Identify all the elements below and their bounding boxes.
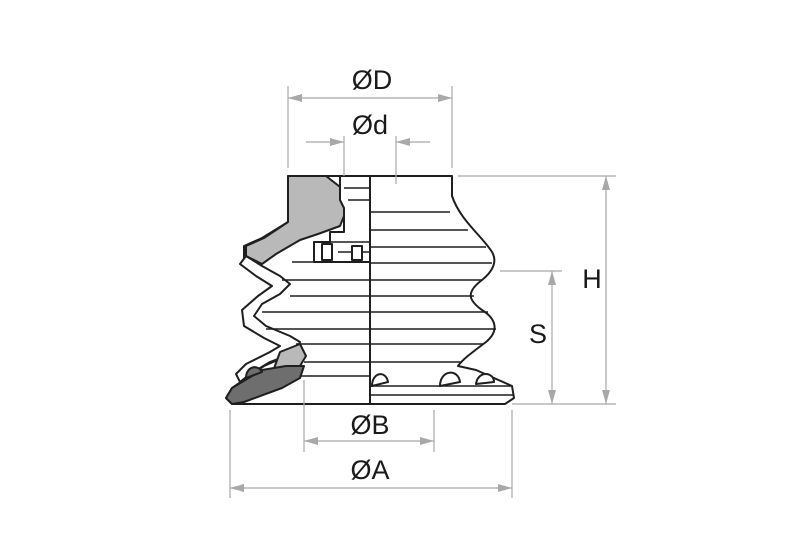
ob-label: ØB <box>350 410 389 440</box>
oa-label: ØA <box>350 455 389 485</box>
od-label: ØD <box>352 65 393 95</box>
dimension-h: H <box>458 175 616 405</box>
dimension-oa: ØA <box>229 410 513 498</box>
bellows-cross-section <box>225 175 505 405</box>
dimension-s: S <box>500 270 562 404</box>
section-ridge-lines <box>262 261 370 377</box>
id-label: Ød <box>352 110 388 140</box>
s-label: S <box>529 319 547 349</box>
h-label: H <box>582 264 602 294</box>
bellows-exterior-view <box>369 175 515 405</box>
grip-bumps <box>371 371 495 387</box>
dimension-ob: ØB <box>303 380 435 452</box>
bellows-ridge-lines <box>370 211 496 363</box>
dimension-od: ØD <box>287 65 453 168</box>
dimension-id: Ød <box>306 110 430 184</box>
